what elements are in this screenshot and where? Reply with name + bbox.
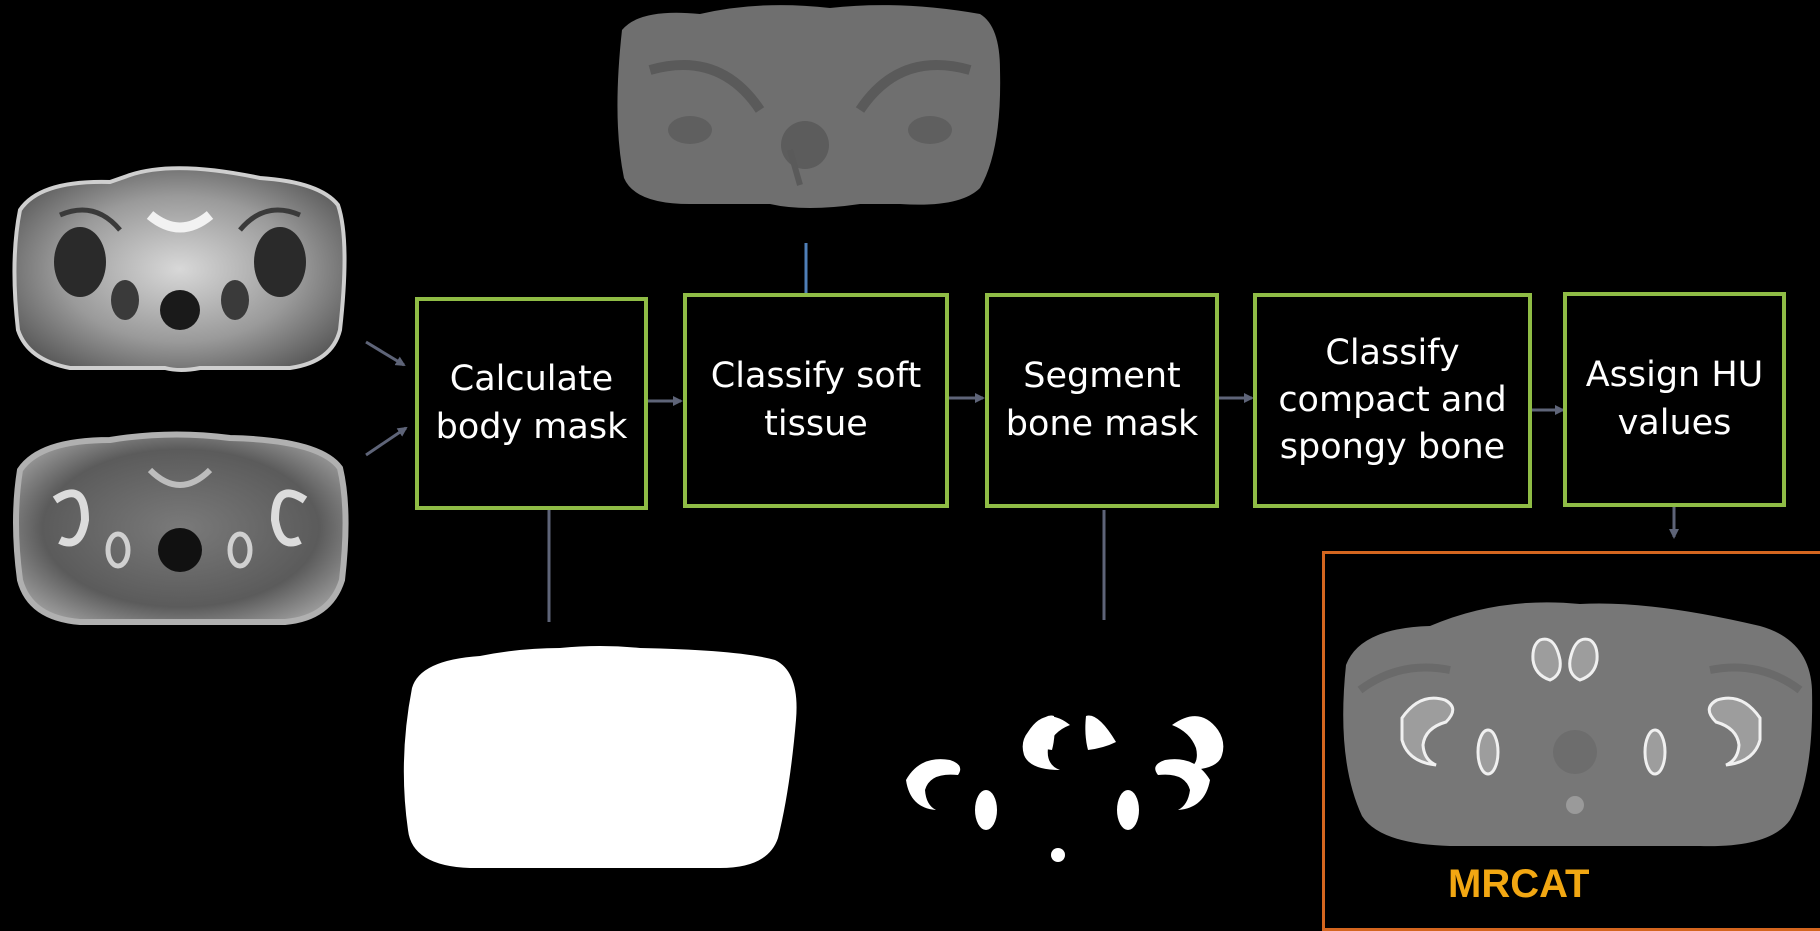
soft-tissue-map-image bbox=[617, 5, 1000, 208]
step-label: Classify compact and spongy bone bbox=[1278, 330, 1506, 472]
body-mask-image bbox=[404, 646, 797, 868]
step-classify-compact-spongy-bone: Classify compact and spongy bone bbox=[1253, 293, 1532, 508]
mri-input-image-2 bbox=[16, 434, 346, 622]
step-label: Assign HU values bbox=[1586, 352, 1764, 447]
step-label: Calculate body mask bbox=[436, 356, 628, 451]
mri-input-image-1 bbox=[14, 168, 344, 370]
step-label: Classify soft tissue bbox=[711, 353, 921, 448]
step-assign-hu-values: Assign HU values bbox=[1563, 292, 1786, 507]
step-label: Segment bone mask bbox=[1006, 353, 1199, 448]
step-classify-soft-tissue: Classify soft tissue bbox=[683, 293, 949, 508]
bone-mask-image bbox=[898, 716, 1223, 862]
arrow-mri1-to-step1 bbox=[366, 342, 404, 365]
step-calculate-body-mask: Calculate body mask bbox=[415, 297, 648, 510]
mrcat-label: MRCAT bbox=[1448, 862, 1588, 907]
arrow-mri2-to-step1 bbox=[366, 428, 406, 455]
step-segment-bone-mask: Segment bone mask bbox=[985, 293, 1219, 508]
